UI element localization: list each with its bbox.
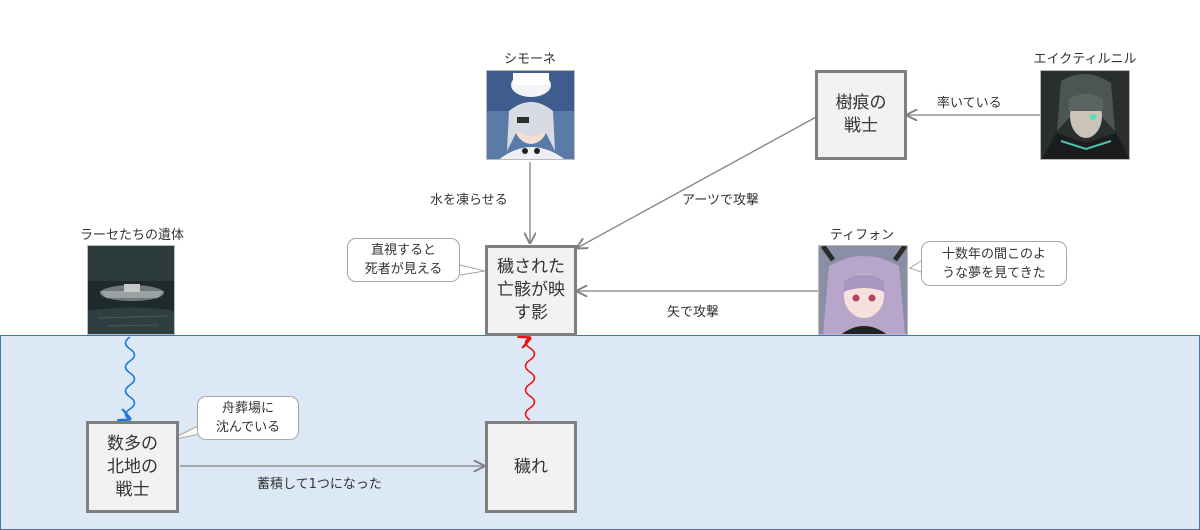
shadow-node: 穢された 亡骸が映 す影 [485, 245, 577, 336]
scarred-warriors-node: 樹痕の 戦士 [815, 70, 907, 160]
callout-sunk: 舟葬場に 沈んでいる [197, 396, 299, 440]
edge-label-accumulate: 蓄積して1つになった [257, 473, 382, 492]
wavy-rise-arrow [526, 338, 535, 420]
callout-see-dead: 直視すると 死者が見える [347, 238, 460, 282]
wavy-sink-arrow [126, 337, 135, 419]
typhon-portrait [818, 245, 908, 335]
northern-warriors-node: 数多の 北地の 戦士 [86, 421, 179, 513]
edge-label-arts: アーツで攻撃 [682, 189, 759, 208]
simone-name: シモーネ [480, 48, 580, 67]
edge-label-arrow: 矢で攻撃 [667, 301, 719, 320]
corpses-portrait [87, 245, 175, 335]
edge-label-lead: 率いている [937, 92, 1002, 111]
simone-portrait [486, 70, 575, 160]
edge-label-freeze: 水を凍らせる [430, 189, 508, 208]
ekt-name: エイクティルニル [1020, 48, 1150, 67]
defilement-node: 穢れ [485, 421, 577, 513]
typhon-name: ティフォン [812, 224, 912, 243]
callout-tail-see-dead [460, 265, 485, 275]
corpses-name: ラーセたちの遺体 [62, 224, 202, 243]
callout-tail-dream [910, 261, 921, 272]
edge-arts [577, 116, 818, 248]
ekt-portrait [1040, 70, 1130, 160]
callout-dream: 十数年の間このよ うな夢を見てきた [921, 241, 1067, 286]
